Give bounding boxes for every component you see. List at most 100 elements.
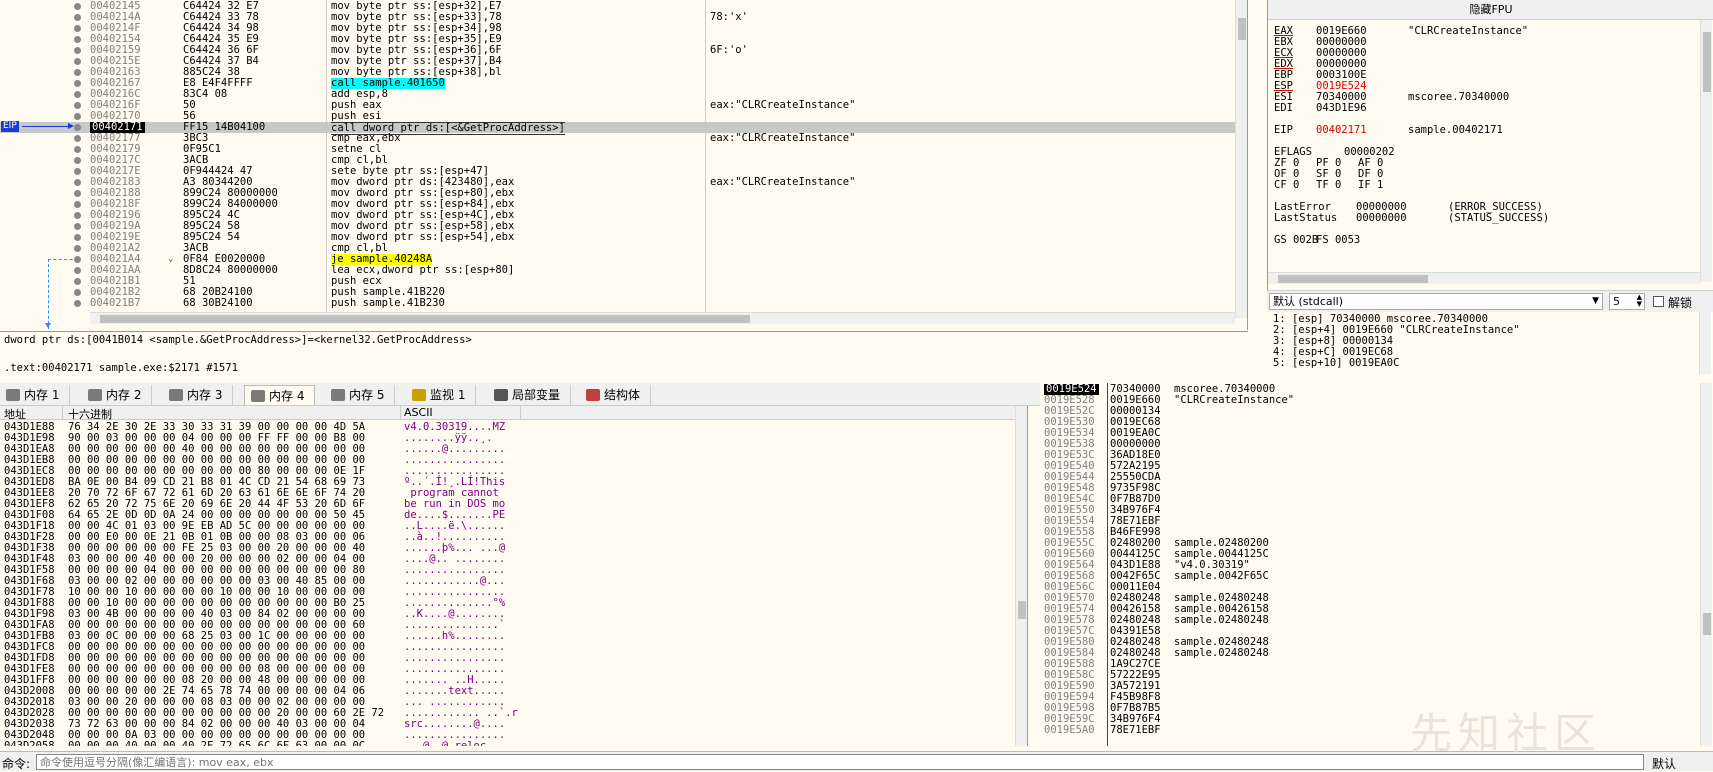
breakpoint-dot-icon[interactable] (74, 278, 81, 285)
disasm-vscroll[interactable] (1235, 0, 1247, 318)
call-argument[interactable]: 5: [esp+10] 0019EA0C (1273, 357, 1400, 369)
breakpoint-dot-icon[interactable] (74, 212, 81, 219)
reg-hscroll[interactable] (1268, 272, 1700, 284)
breakpoint-dot-icon[interactable] (74, 124, 81, 131)
breakpoint-dot-icon[interactable] (74, 168, 81, 175)
breakpoint-dot-icon[interactable] (74, 47, 81, 54)
breakpoint-dot-icon[interactable] (74, 36, 81, 43)
breakpoint-dot-icon[interactable] (74, 91, 81, 98)
breakpoint-dot-icon[interactable] (74, 135, 81, 142)
tab-内存-2[interactable]: 内存 2 (82, 385, 153, 405)
breakpoint-dot-icon[interactable] (74, 267, 81, 274)
breakpoint-dot-icon[interactable] (74, 146, 81, 153)
breakpoint-dot-icon[interactable] (74, 157, 81, 164)
tab-结构体[interactable]: 结构体 (580, 385, 652, 405)
call-argument[interactable]: 2: [esp+4] 0019E660 "CLRCreateInstance" (1273, 324, 1520, 336)
tab-局部变量[interactable]: 局部变量 (488, 385, 572, 405)
command-mode-label[interactable]: 默认 (1652, 757, 1677, 771)
breakpoint-dot-icon[interactable] (74, 300, 81, 307)
stack-vscroll[interactable] (1700, 383, 1712, 746)
calling-convention-select[interactable]: 默认 (stdcall) ▼ (1269, 293, 1603, 310)
call-argument[interactable]: 3: [esp+8] 00000134 (1273, 335, 1394, 347)
breakpoint-dot-icon[interactable] (74, 3, 81, 10)
hide-fpu-button[interactable]: 隐藏FPU (1268, 0, 1713, 20)
breakpoint-dot-icon[interactable] (74, 179, 81, 186)
tab-内存-3[interactable]: 内存 3 (163, 385, 234, 405)
disasm-hscroll[interactable] (90, 312, 1235, 324)
breakpoint-dot-icon[interactable] (74, 102, 81, 109)
breakpoint-dot-icon[interactable] (74, 80, 81, 87)
tab-内存-4[interactable]: 内存 4 (244, 385, 316, 405)
breakpoint-dot-icon[interactable] (74, 289, 81, 296)
dump-vscroll[interactable] (1015, 406, 1027, 746)
arg-count-spinner[interactable]: 5 ▲▼ (1609, 293, 1645, 310)
call-argument[interactable]: 1: [esp] 70340000 mscoree.70340000 (1273, 313, 1488, 325)
reg-vscroll[interactable] (1700, 20, 1712, 282)
breakpoint-dot-icon[interactable] (74, 69, 81, 76)
breakpoint-dot-icon[interactable] (74, 58, 81, 65)
breakpoint-dot-icon[interactable] (74, 14, 81, 21)
